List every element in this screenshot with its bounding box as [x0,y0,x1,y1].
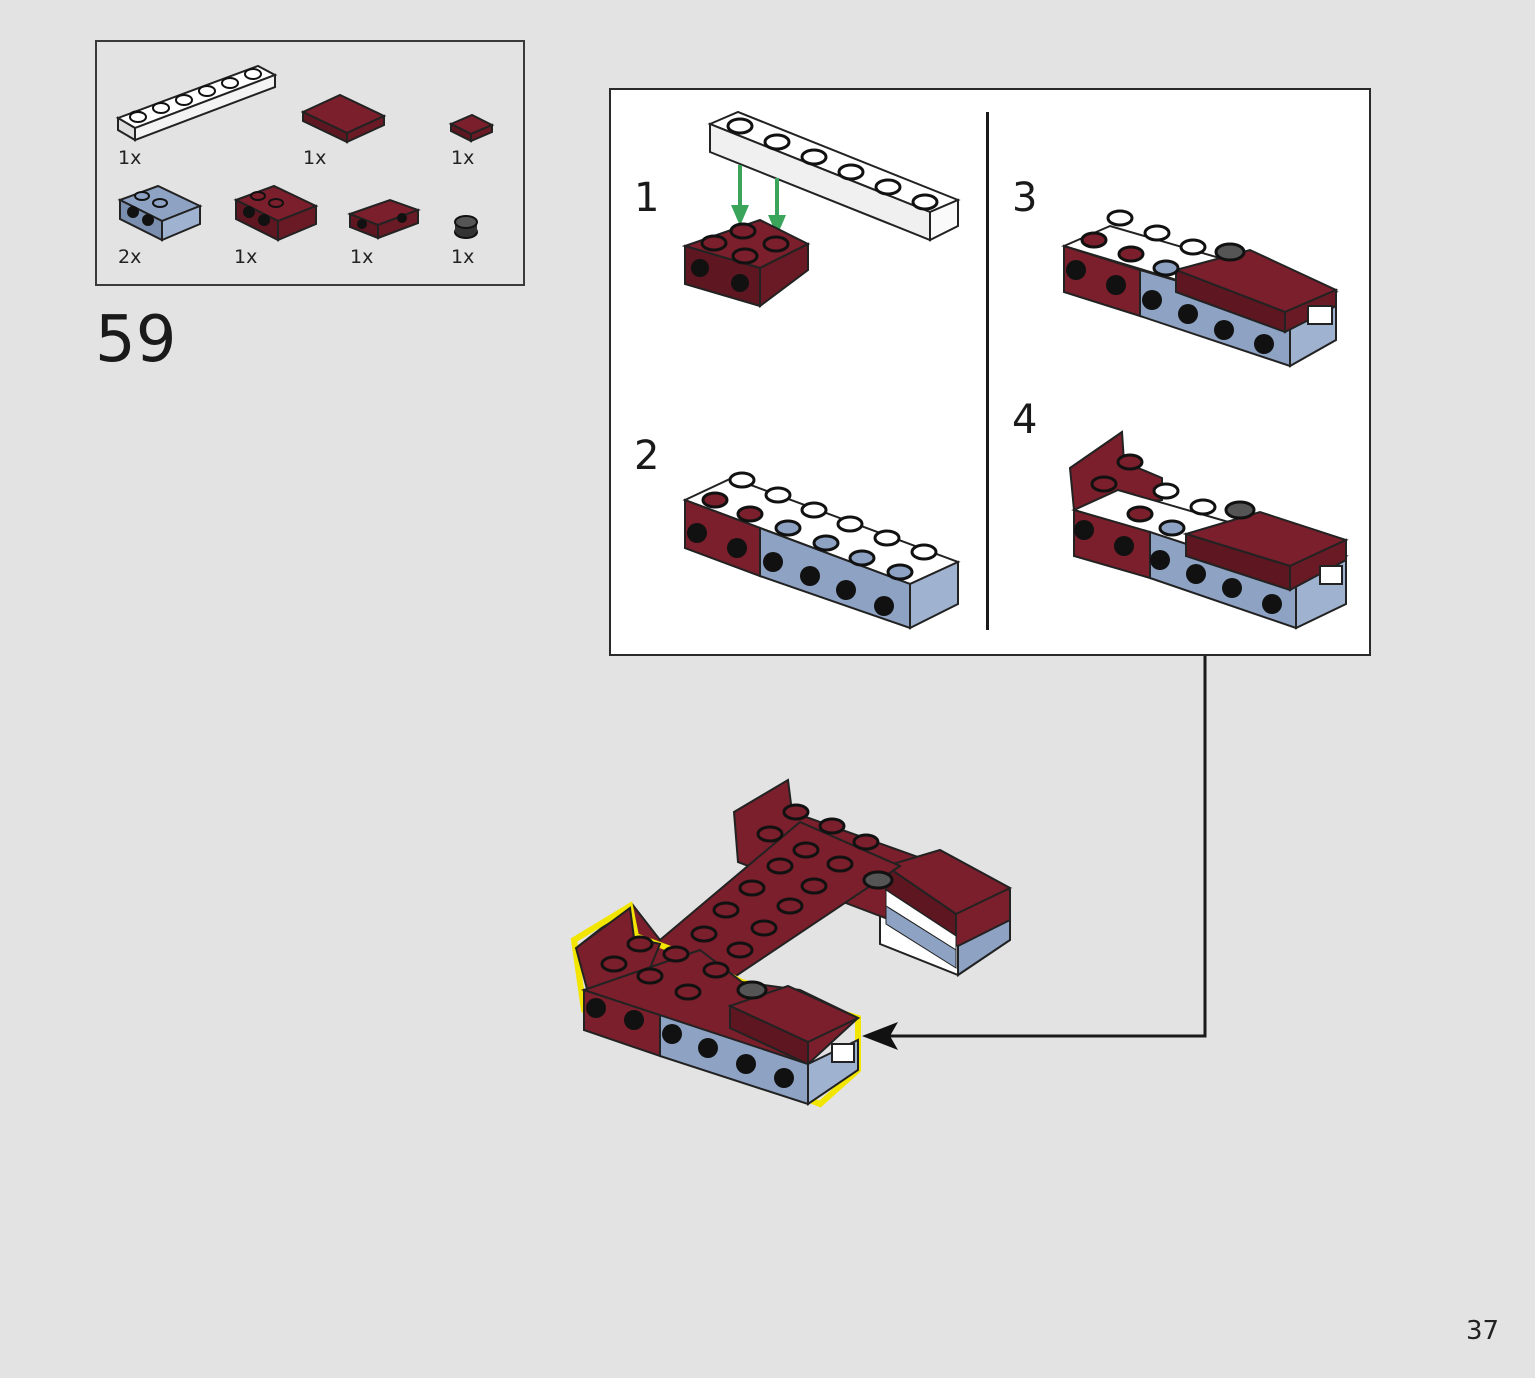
substep-number: 1 [634,175,660,221]
substep-number: 2 [634,433,660,479]
part-qty: 1x [451,246,475,268]
substep-number: 4 [1012,397,1038,443]
part-qty: 2x [118,246,142,268]
step-number: 59 [95,303,177,377]
substep-number: 3 [1012,175,1038,221]
substep-panel [609,88,1371,656]
part-qty: 1x [451,147,475,169]
part-qty: 1x [350,246,374,268]
page-number: 37 [1466,1316,1500,1346]
substep-divider [986,112,989,630]
main-model [570,778,1013,1108]
part-qty: 1x [303,147,327,169]
part-qty: 1x [234,246,258,268]
callout-connector [862,656,1207,1050]
part-qty: 1x [118,147,142,169]
